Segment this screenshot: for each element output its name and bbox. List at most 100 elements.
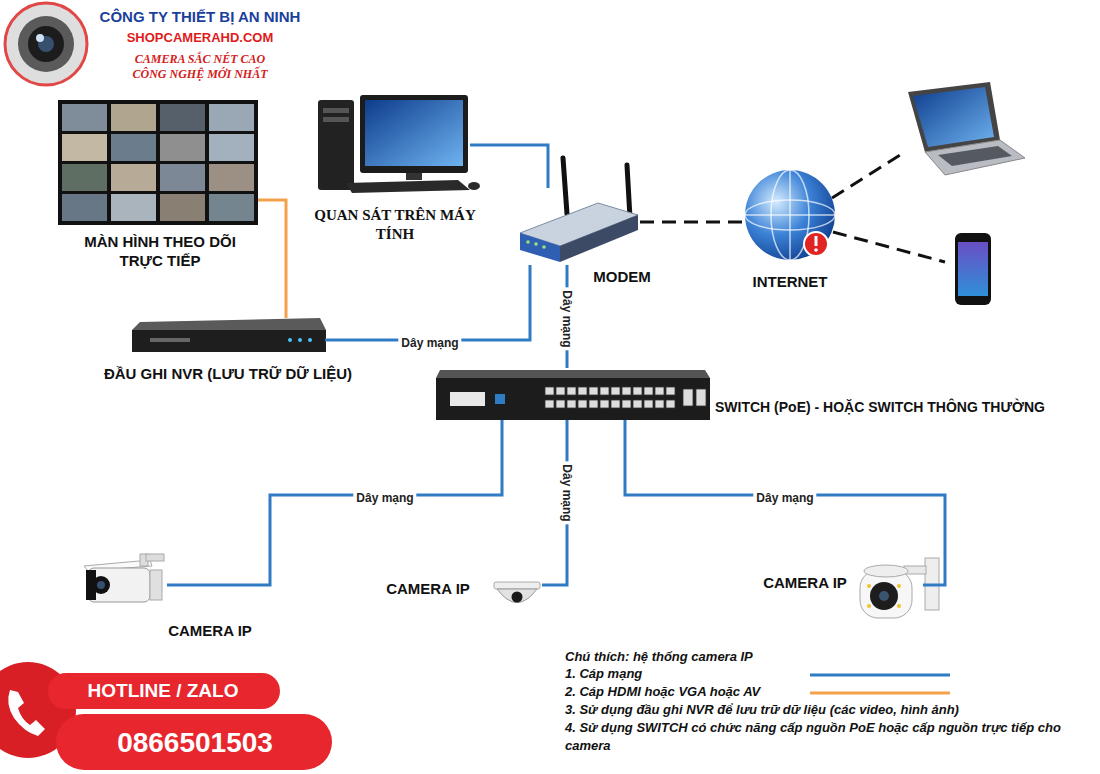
pc-keyboard [346,180,470,193]
dome-cover [497,589,537,603]
legend-text: 1. Cáp mạng [565,666,642,681]
laptop-lid [908,82,1000,152]
modem-led [542,245,546,249]
logo-lens-glint [36,34,44,42]
pc-drive-bay [323,117,349,122]
bullet-lens-glass [97,581,105,589]
website: SHOPCAMERAHD.COM [127,30,274,46]
legend-text: 3. Sử dụng đầu ghi NVR để lưu trữ dữ liệ… [565,702,959,717]
monitor-thumbnail [62,104,107,131]
slogan: CAMERA SẮC NÉT CAO [135,52,265,66]
legend-heading: Chú thích: hệ thống camera IP [565,649,753,665]
monitor-thumbnail [160,164,205,191]
device-caption: ĐẦU GHI NVR (LƯU TRỮ DỮ LIỆU) [104,364,352,383]
cable-label: Dây mạng [353,491,416,505]
device-node: MODEM [515,188,640,265]
device-node: CAMERA IP [858,552,923,620]
cable-label: Dây mạng [753,491,816,505]
switch-port [633,387,642,395]
switch-port [666,387,675,395]
pc-mouse [468,182,480,190]
network-cable [625,420,945,585]
device-caption: CAMERA IP [168,621,252,640]
hotline-label: HOTLINE / ZALO [88,679,239,702]
legend-row: 2. Cáp HDMI hoặc VGA hoặc AV [565,683,1090,701]
switch-port [622,400,631,408]
switch-port [600,387,609,395]
switch-port [578,400,587,408]
pc-stand [406,173,422,180]
modem-antenna [627,165,630,218]
legend: 1. Cáp mạng 2. Cáp HDMI hoặc VGA hoặc AV 3… [565,665,1095,755]
laptop-keyboard [938,146,1012,166]
bullet-lens [92,576,110,594]
cable-label: Dây mạng [560,461,574,524]
internet-link [833,232,945,262]
ptz-lens [879,591,889,601]
cable-label: Dây mạng [560,287,574,350]
network-cable [325,265,530,340]
switch-port [578,387,587,395]
switch-port [589,400,598,408]
device-caption: CAMERA IP [763,573,847,592]
nvr-front [132,330,326,352]
switch-port [633,400,642,408]
switch-top [436,370,710,378]
monitor-thumbnail [160,194,205,221]
network-cable [258,200,286,318]
switch-port [611,400,620,408]
network-cable [640,221,745,224]
monitor-thumbnail [62,164,107,191]
device-node: ĐẦU GHI NVR (LƯU TRỮ DỮ LIỆU) [135,318,325,358]
ptz-led [867,584,871,588]
switch-sfp-port [696,389,706,406]
device-node: INTERNET [745,170,835,260]
switch-port [655,387,664,395]
legend-row: 1. Cáp mạng [565,665,1090,683]
device-node: MÀN HÌNH THEO DÕI TRỰC TIẾP [58,100,258,225]
device-node: CAMERA IP [85,552,167,612]
network-cable [167,420,502,585]
device-node: SWITCH (PoE) - HOẶC SWITCH THÔNG THƯỜNG [435,368,710,420]
device-caption: QUAN SÁT TRÊN MÁY TÍNH [303,206,488,244]
alert-mark [815,236,818,246]
hotline-bar [56,714,332,770]
phone-body [955,233,991,305]
pc-monitor [360,95,468,173]
switch-port [655,400,664,408]
legend-text: 4. Sử dụng SWITCH có chức năng cấp nguồn… [565,720,1061,753]
device-caption: MÀN HÌNH THEO DÕI TRỰC TIẾP [63,232,258,270]
legend-text: 2. Cáp HDMI hoặc VGA hoặc AV [565,684,760,699]
alert-mark [814,248,818,252]
switch-port [567,400,576,408]
device-node: QUAN SÁT TRÊN MÁY TÍNH [315,95,470,195]
laptop-screen [913,87,994,147]
pc-tower [318,100,354,190]
laptop-base [925,140,1025,175]
nvr-led [308,338,312,342]
monitor-thumbnail [209,104,254,131]
ptz-window [870,582,898,610]
monitor-thumbnail [160,104,205,131]
ptz-cap [864,565,908,577]
network-cable [470,145,548,188]
switch-port [600,400,609,408]
monitor-thumbnail [160,134,205,161]
switch-sfp-port [683,389,693,406]
phone-screen [958,242,988,296]
switch-port [545,400,554,408]
switch-port [556,387,565,395]
monitor-thumbnail [111,164,156,191]
phone-number: 0866501503 [117,726,273,760]
phone-handset-icon [8,690,45,736]
nvr-led [288,338,292,342]
internet-link [832,152,905,198]
monitor-thumbnail [111,194,156,221]
nvr-led [298,338,302,342]
hotline-pill [48,673,280,709]
switch-badge [450,392,485,406]
bullet-mount [146,554,164,561]
